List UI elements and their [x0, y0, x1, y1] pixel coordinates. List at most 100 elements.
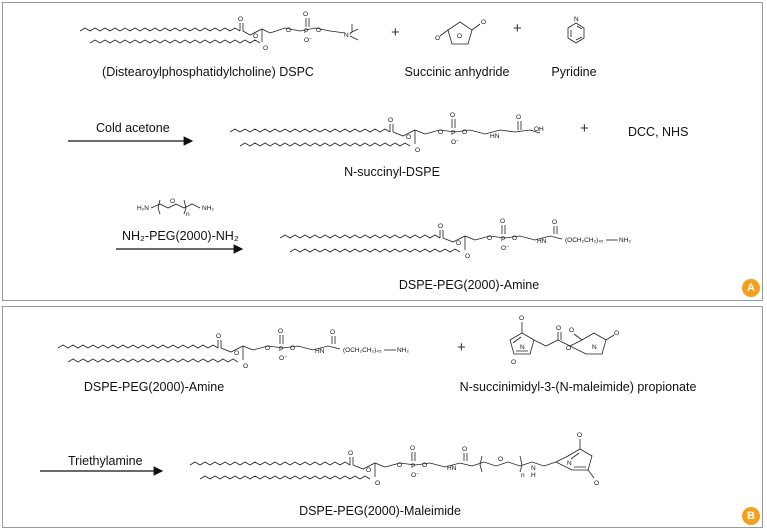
plus-sign-2: + [513, 20, 522, 37]
svg-text:O: O [456, 240, 461, 247]
svg-text:O: O [366, 467, 371, 474]
n-succinyl-dspe-label: N-succinyl-DSPE [344, 165, 440, 179]
panel-a-badge: A [742, 279, 760, 297]
pyridine-label: Pyridine [551, 65, 597, 79]
nhs-maleimide-label: N-succinimidyl-3-(N-maleimide) propionat… [459, 380, 697, 394]
svg-text:O: O [577, 432, 582, 439]
svg-text:P: P [279, 346, 283, 353]
svg-text:O: O [556, 325, 561, 332]
svg-text:O: O [243, 363, 248, 370]
svg-text:O: O [450, 112, 455, 119]
svg-text:O: O [481, 19, 486, 26]
nh2-peg-nh2-label: NH₂-PEG(2000)-NH₂ [122, 229, 239, 243]
svg-text:N⁺: N⁺ [344, 32, 353, 39]
svg-text:O: O [594, 480, 599, 487]
svg-text:O: O [406, 134, 411, 141]
svg-text:H: H [531, 472, 536, 479]
triethylamine-label: Triethylamine [68, 454, 143, 468]
svg-text:N: N [592, 344, 597, 351]
svg-text:O: O [457, 33, 462, 40]
svg-text:O: O [516, 114, 521, 121]
plus-sign-4: + [457, 339, 466, 356]
svg-text:O: O [566, 345, 571, 352]
nh2-peg-nh2-structure: H₂N O n NH₂ [137, 198, 214, 218]
n-succinyl-dspe-structure: O O O O P O O⁻ O HN O OH [229, 112, 544, 154]
svg-text:O: O [316, 27, 321, 34]
svg-text:O: O [462, 446, 467, 453]
svg-text:O: O [397, 462, 402, 469]
svg-text:O: O [569, 327, 574, 334]
svg-text:O: O [552, 219, 557, 226]
svg-text:P: P [304, 28, 308, 35]
svg-text:O: O [238, 16, 243, 23]
svg-text:HN: HN [490, 133, 500, 140]
plus-sign-3: + [580, 120, 589, 137]
dcc-nhs-label: DCC, NHS [628, 125, 689, 139]
pyridine-structure: N [567, 16, 585, 44]
svg-text:H₂N: H₂N [137, 205, 149, 212]
svg-text:O: O [438, 223, 443, 230]
svg-text:O: O [614, 330, 619, 337]
succinic-anhydride-structure: O O O [435, 19, 486, 45]
svg-text:P: P [411, 463, 415, 470]
svg-text:O: O [286, 27, 291, 34]
svg-text:O: O [303, 11, 308, 18]
dspe-peg-amine-label-a: DSPE-PEG(2000)-Amine [398, 278, 540, 292]
svg-text:O: O [375, 480, 380, 487]
succinic-anhydride-label: Succinic anhydride [404, 65, 510, 79]
svg-text:O⁻: O⁻ [304, 37, 313, 44]
svg-text:NH₂: NH₂ [202, 205, 214, 212]
svg-text:P: P [451, 130, 455, 137]
svg-text:(OCH₂CH₂)₄₅: (OCH₂CH₂)₄₅ [565, 237, 604, 244]
svg-text:NH₂: NH₂ [619, 237, 631, 244]
svg-text:O: O [170, 198, 175, 205]
svg-text:O: O [265, 345, 270, 352]
svg-text:N: N [531, 465, 536, 472]
svg-text:O: O [438, 129, 443, 136]
dspc-label: (Distearoylphosphatidylcholine) DSPC [102, 65, 314, 79]
svg-text:O: O [465, 253, 470, 260]
svg-text:(OCH₂CH₂)₄₅: (OCH₂CH₂)₄₅ [343, 347, 382, 354]
svg-text:O: O [415, 147, 420, 154]
svg-text:O⁻: O⁻ [451, 139, 460, 146]
svg-text:O: O [422, 462, 427, 469]
panel-b [2, 306, 763, 528]
svg-text:O: O [519, 315, 524, 322]
svg-text:HN: HN [537, 238, 547, 245]
svg-text:HN: HN [315, 348, 325, 355]
dspe-peg-maleimide-structure: O O O O P O O⁻ O HN O O n N H N O O [189, 432, 599, 487]
nhs-maleimide-structure: O N O O O N O O [509, 315, 619, 366]
svg-text:HN: HN [447, 465, 457, 472]
svg-text:OH: OH [534, 126, 544, 133]
svg-text:O: O [435, 35, 440, 42]
svg-text:O: O [234, 350, 239, 357]
dspe-peg-maleimide-label: DSPE-PEG(2000)-Maleimide [299, 504, 461, 518]
svg-text:P: P [501, 236, 505, 243]
svg-text:O: O [388, 117, 393, 124]
svg-text:O: O [512, 235, 517, 242]
panel-b-badge: B [742, 507, 760, 525]
svg-text:O⁻: O⁻ [411, 472, 420, 479]
svg-text:O: O [263, 45, 268, 52]
cold-acetone-label: Cold acetone [96, 121, 170, 135]
svg-text:N: N [520, 344, 525, 351]
dspe-peg-amine-structure-a: O O O O P O O⁻ O HN O (OCH₂CH₂)₄₅ NH₂ [279, 218, 631, 260]
svg-text:O: O [330, 329, 335, 336]
svg-text:O: O [487, 235, 492, 242]
dspe-peg-amine-label-b: DSPE-PEG(2000)-Amine [83, 380, 225, 394]
svg-text:O: O [462, 129, 467, 136]
svg-text:O: O [498, 456, 503, 463]
panel-a [2, 2, 763, 301]
svg-text:N: N [567, 460, 572, 467]
svg-text:O: O [278, 328, 283, 335]
svg-text:O: O [253, 33, 258, 40]
svg-text:O⁻: O⁻ [501, 245, 510, 252]
svg-text:O: O [500, 218, 505, 225]
svg-text:O: O [410, 445, 415, 452]
svg-text:O: O [511, 359, 516, 366]
svg-text:O: O [216, 333, 221, 340]
svg-text:O: O [348, 450, 353, 457]
plus-sign-1: + [391, 24, 400, 41]
dspc-structure: O O O O P O O⁻ O N⁺ [79, 11, 359, 52]
svg-text:O⁻: O⁻ [279, 355, 288, 362]
